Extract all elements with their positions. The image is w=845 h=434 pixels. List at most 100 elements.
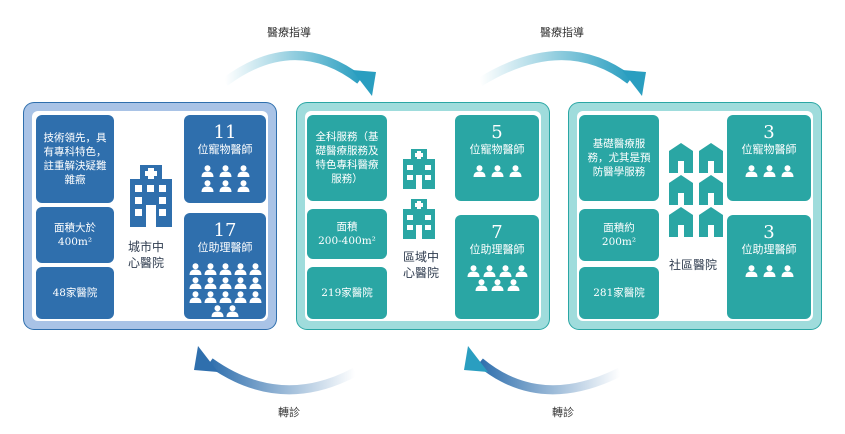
person-icon	[781, 165, 794, 177]
person-icon	[249, 291, 262, 303]
vets-icons	[192, 165, 258, 192]
person-icon	[211, 305, 224, 317]
vets-box: 11 位寵物醫師	[184, 115, 266, 203]
person-icon	[237, 180, 250, 192]
service-info-text: 全科服務（基礎醫療服務及特色專科醫療服務）	[315, 131, 379, 185]
vets-label: 位寵物醫師	[469, 143, 525, 156]
arrow-label-referral-2: 轉診	[552, 406, 574, 419]
vets-icons	[464, 165, 530, 177]
hospital-count-box: 219家醫院	[307, 267, 387, 319]
person-icon	[234, 263, 247, 275]
person-icon	[745, 265, 758, 277]
person-icon	[763, 265, 776, 277]
hospital-count-box: 48家醫院	[36, 267, 114, 319]
person-icon	[473, 165, 486, 177]
area-box: 面積約 200m²	[579, 209, 659, 261]
arrow-label-medical-guidance-2: 醫療指導	[540, 26, 584, 39]
area-label: 面積約	[603, 222, 635, 234]
vets-label: 位寵物醫師	[197, 143, 253, 156]
person-icon	[499, 265, 512, 277]
assistants-icons	[736, 265, 802, 277]
person-icon	[201, 180, 214, 192]
area-label: 面積	[336, 221, 358, 233]
person-icon	[509, 165, 522, 177]
arrow-top-right	[477, 51, 646, 96]
hospital-count: 281家醫院	[593, 287, 645, 299]
assistants-number: 7	[491, 222, 503, 243]
clinic-buildings-icon	[667, 143, 725, 247]
person-icon	[745, 165, 758, 177]
assistants-box: 3 位助理醫師	[727, 215, 811, 319]
person-icon	[219, 180, 232, 192]
hospital-type-caption: 區域中 心醫院	[403, 249, 439, 281]
caption-line1: 區域中	[403, 250, 440, 264]
hospital-building-icon	[401, 199, 437, 243]
person-icon	[249, 263, 262, 275]
person-icon	[204, 277, 217, 289]
assistants-label: 位助理醫師	[741, 243, 797, 256]
person-icon	[781, 265, 794, 277]
person-icon	[475, 279, 488, 291]
person-icon	[237, 165, 250, 177]
assistants-number: 3	[763, 222, 775, 243]
assistants-box: 7 位助理醫師	[455, 215, 539, 319]
person-icon	[219, 291, 232, 303]
caption-line1: 城市中	[128, 240, 165, 254]
service-info-box: 全科服務（基礎醫療服務及特色專科醫療服務）	[307, 115, 387, 201]
hospital-type-caption: 城市中 心醫院	[128, 239, 164, 271]
person-icon	[219, 263, 232, 275]
assistants-number: 17	[213, 220, 237, 241]
caption-line2: 心醫院	[128, 256, 165, 270]
person-icon	[189, 263, 202, 275]
panel-regional-center-hospital: 全科服務（基礎醫療服務及特色專科醫療服務） 面積 200-400m² 219家醫…	[297, 103, 549, 329]
area-box: 面積大於 400m²	[36, 207, 114, 263]
person-icon	[483, 265, 496, 277]
person-icon	[204, 291, 217, 303]
hospital-count: 48家醫院	[52, 287, 98, 299]
arrow-bottom-left	[194, 346, 358, 395]
arrow-label-referral-1: 轉診	[278, 406, 300, 419]
area-box: 面積 200-400m²	[307, 209, 387, 259]
person-icon	[234, 277, 247, 289]
vets-number: 11	[213, 122, 237, 143]
service-info-text: 基礎醫療服務，尤其是預防醫學服務	[587, 138, 651, 178]
vets-label: 位寵物醫師	[741, 143, 797, 156]
caption-line1: 社區醫院	[669, 258, 718, 272]
service-info-box: 技術領先，具有專科特色，註重解決疑難雜癥	[36, 115, 114, 203]
area-label: 面積大於	[54, 222, 96, 234]
person-icon	[189, 277, 202, 289]
assistants-box: 17 位助理醫師	[184, 213, 266, 319]
person-icon	[226, 305, 239, 317]
area-value: 400m²	[57, 236, 93, 248]
vets-icons	[736, 165, 802, 177]
caption-line2: 心醫院	[403, 266, 440, 280]
arrow-bottom-right	[464, 346, 623, 395]
hospital-count: 219家醫院	[321, 287, 373, 299]
person-icon	[201, 165, 214, 177]
area-value: 200-400m²	[318, 235, 376, 247]
person-icon	[507, 279, 520, 291]
hospital-building-icon	[124, 165, 178, 231]
vets-box: 3 位寵物醫師	[727, 115, 811, 201]
service-info-text: 技術領先，具有專科特色，註重解決疑難雜癥	[43, 132, 107, 186]
person-icon	[219, 165, 232, 177]
hospital-building-icon	[401, 149, 437, 193]
person-icon	[189, 291, 202, 303]
person-icon	[204, 263, 217, 275]
arrow-top-left	[222, 51, 376, 96]
vets-number: 5	[491, 122, 503, 143]
person-icon	[249, 277, 262, 289]
assistants-label: 位助理醫師	[469, 243, 525, 256]
assistants-icons	[187, 263, 263, 317]
person-icon	[219, 277, 232, 289]
vets-box: 5 位寵物醫師	[455, 115, 539, 201]
person-icon	[234, 291, 247, 303]
panel-city-center-hospital: 技術領先，具有專科特色，註重解決疑難雜癥 面積大於 400m² 48家醫院 11…	[24, 103, 276, 329]
assistants-label: 位助理醫師	[197, 241, 253, 254]
person-icon	[491, 279, 504, 291]
person-icon	[763, 165, 776, 177]
person-icon	[467, 265, 480, 277]
hospital-count-box: 281家醫院	[579, 267, 659, 319]
assistants-icons	[464, 265, 530, 291]
